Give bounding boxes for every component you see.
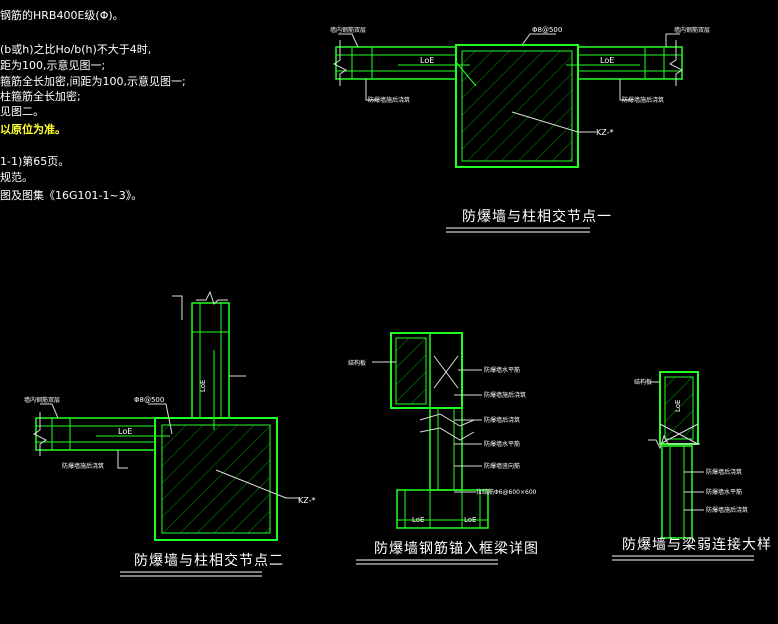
rebar-label: Φ8@500 (134, 396, 164, 404)
loe-label: LoE (199, 380, 207, 392)
wall-right (577, 46, 683, 80)
column-label: KZ-* (596, 128, 613, 137)
note-line: 图及图集《16G101-1~3》。 (0, 189, 143, 202)
tie-label: 拉结筋Φ6@600×600 (476, 488, 537, 496)
plate-label: 结构板 (348, 359, 366, 367)
bottom-beam (396, 489, 489, 529)
loe-label: LoE (464, 516, 476, 524)
note-line: 规范。 (0, 171, 33, 184)
note-line: 距为100,示意见图一; (0, 59, 106, 72)
note-line-highlight: 以原位为准。 (0, 123, 66, 136)
note-line: 箍筋全长加密,间距为100,示意见图一; (0, 75, 186, 88)
detail-2 (33, 290, 300, 577)
wall-vertical (191, 302, 230, 419)
detail-1 (333, 33, 683, 233)
note-label: 墙内钢筋双层 (330, 26, 366, 34)
note-line: 钢筋的HRB400E级(Φ)。 (0, 9, 124, 22)
note-line: 柱箍筋全长加密; (0, 90, 81, 103)
detail-title-2: 防爆墙与柱相交节点二 (134, 553, 284, 569)
note-label: 防爆墙施后浇筑 (62, 462, 104, 470)
note-label: 墙内钢筋双层 (24, 396, 60, 404)
note-label: 防爆墙水平筋 (484, 366, 520, 374)
note-label: 防爆墙后浇筑 (484, 416, 520, 424)
loe-label: LoE (674, 400, 682, 412)
detail-title-3: 防爆墙钢筋锚入框梁详图 (374, 541, 539, 557)
column-section (455, 44, 579, 168)
rebar-label: Φ8@500 (532, 26, 562, 34)
note-line: 1-1)第65页。 (0, 155, 70, 168)
detail-4 (612, 371, 754, 561)
note-label: 防爆墙竖向筋 (484, 462, 520, 470)
note-line: (b或h)之比Ho/b(h)不大于4时, (0, 43, 152, 56)
wall-horizontal (35, 417, 156, 451)
note-label: 防爆墙施后浇筑 (622, 96, 664, 104)
note-label: 墙内钢筋双层 (674, 26, 710, 34)
note-label: 防爆墙水平筋 (706, 488, 742, 496)
note-label: 防爆墙施后浇筑 (484, 391, 526, 399)
note-line: 见图二。 (0, 105, 44, 118)
note-label: 防爆墙施后浇筑 (368, 96, 410, 104)
detail-3 (356, 332, 498, 565)
detail-title-4: 防爆墙与梁弱连接大样 (622, 537, 772, 553)
loe-label: LoE (118, 427, 132, 436)
note-label: 防爆墙后浇筑 (706, 468, 742, 476)
column-label: KZ-* (298, 496, 315, 505)
plate-label: 结构板 (634, 378, 652, 386)
wall-left (335, 46, 457, 80)
loe-label: LoE (420, 56, 434, 65)
note-label: 防爆墙施后浇筑 (706, 506, 748, 514)
note-label: 防爆墙水平筋 (484, 440, 520, 448)
loe-label: LoE (412, 516, 424, 524)
loe-label: LoE (600, 56, 614, 65)
detail-title-1: 防爆墙与柱相交节点一 (462, 209, 612, 225)
